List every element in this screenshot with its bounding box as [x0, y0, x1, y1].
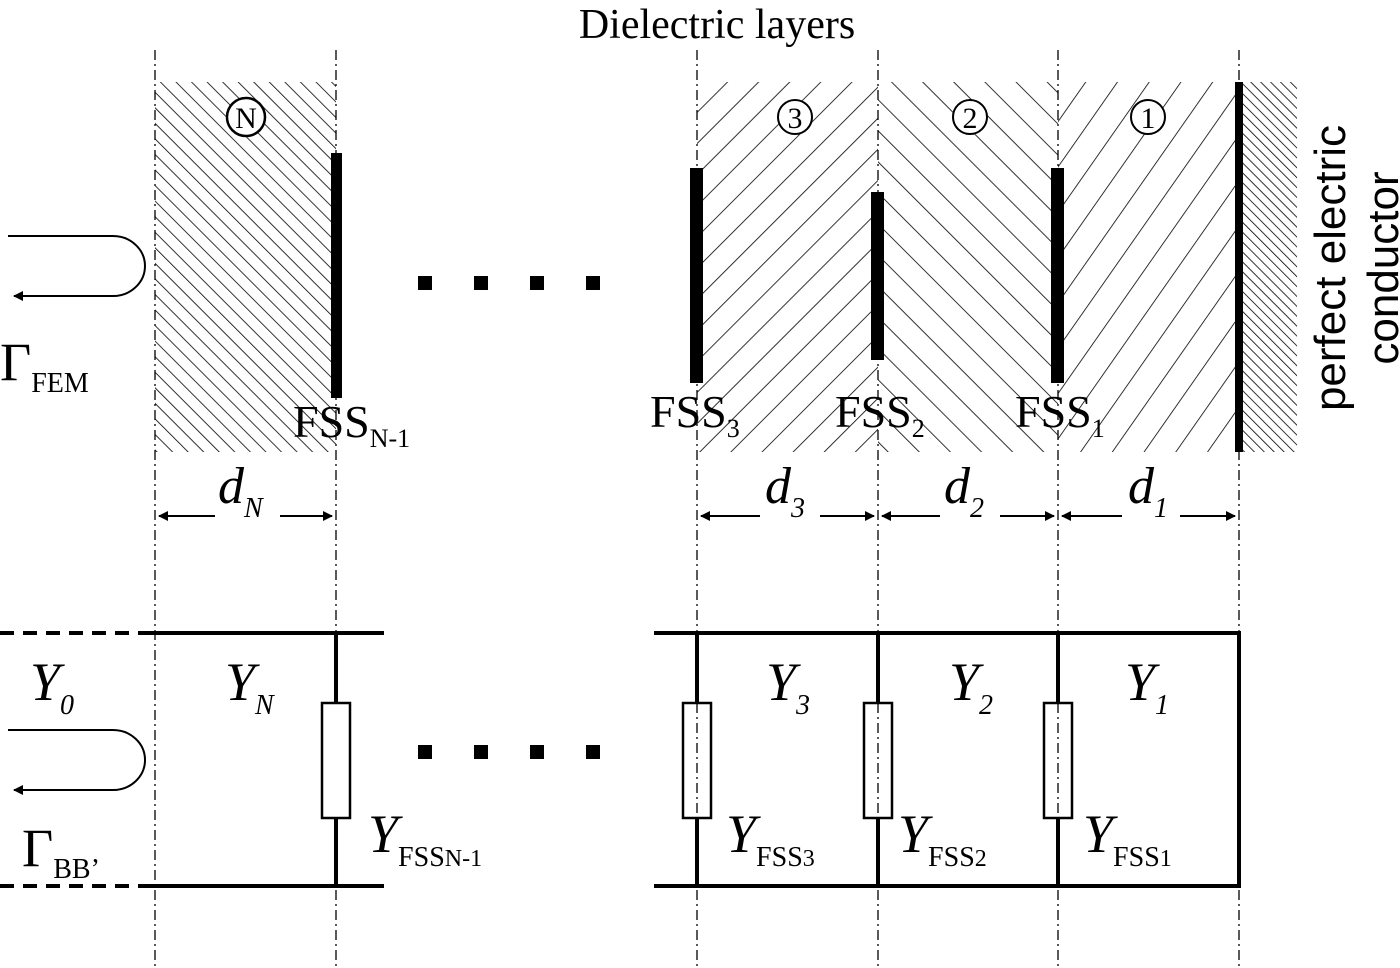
- fss-label-2: FSS2: [835, 386, 925, 443]
- layer-2-region: [878, 82, 1058, 452]
- thickness-label-3: d3: [765, 458, 805, 524]
- pec-hatch: [1239, 82, 1297, 452]
- layer-3-region: [697, 82, 878, 452]
- reflection-arrow-top: [8, 235, 146, 301]
- box-guides: [696, 703, 1059, 818]
- fss-admittance-label-n-1: YFSSN-1: [368, 804, 482, 873]
- layer-number-n: N: [225, 96, 267, 138]
- continuation-dots-top: [418, 276, 600, 290]
- line-admittance-n: YN: [225, 652, 275, 721]
- thickness-label-2: d2: [944, 458, 984, 524]
- fss-admittance-box-3: [681, 701, 713, 820]
- pec-label-line-1: perfect electric: [1306, 125, 1355, 411]
- layer-1-region: [1058, 82, 1239, 452]
- svg-text:1: 1: [1141, 102, 1156, 135]
- thickness-label-n: dN: [218, 458, 264, 524]
- svg-text:N: N: [235, 102, 257, 135]
- fss-label-1: FSS1: [1015, 386, 1105, 443]
- layer-number-1: 1: [1130, 99, 1166, 135]
- line-admittance-3: Y3: [766, 652, 810, 721]
- fss-label-3: FSS3: [650, 386, 740, 443]
- fss-admittance-label-1: YFSS1: [1083, 804, 1172, 873]
- fss-admittance-box-n-1: [320, 701, 352, 820]
- gamma-bb-label: ΓBB’: [22, 818, 100, 885]
- fss-label-n-1: FSSN-1: [293, 396, 410, 453]
- svg-text:3: 3: [788, 102, 803, 135]
- pec-wall: [1235, 82, 1243, 452]
- fss-admittance-label-2: YFSS2: [898, 804, 987, 873]
- layer-n-region: [155, 82, 336, 452]
- fss-admittance-label-3: YFSS3: [726, 804, 815, 873]
- pec-label-line-2: conductor: [1359, 171, 1400, 364]
- fss-admittance-box-2: [862, 701, 894, 820]
- gamma-fem-label: ΓFEM: [0, 332, 89, 399]
- line-admittance-2: Y2: [949, 652, 993, 721]
- diagram-title: Dielectric layers: [579, 2, 855, 48]
- continuation-dots-bottom: [418, 745, 600, 759]
- y0-label: Y0: [30, 652, 74, 721]
- reflection-arrow-bottom: [8, 729, 146, 795]
- line-admittance-1: Y1: [1125, 652, 1169, 721]
- thickness-label-1: d1: [1128, 458, 1168, 524]
- layer-number-2: 2: [952, 99, 988, 135]
- svg-text:2: 2: [963, 102, 978, 135]
- fss-admittance-box-1: [1042, 701, 1074, 820]
- layer-number-3: 3: [777, 99, 813, 135]
